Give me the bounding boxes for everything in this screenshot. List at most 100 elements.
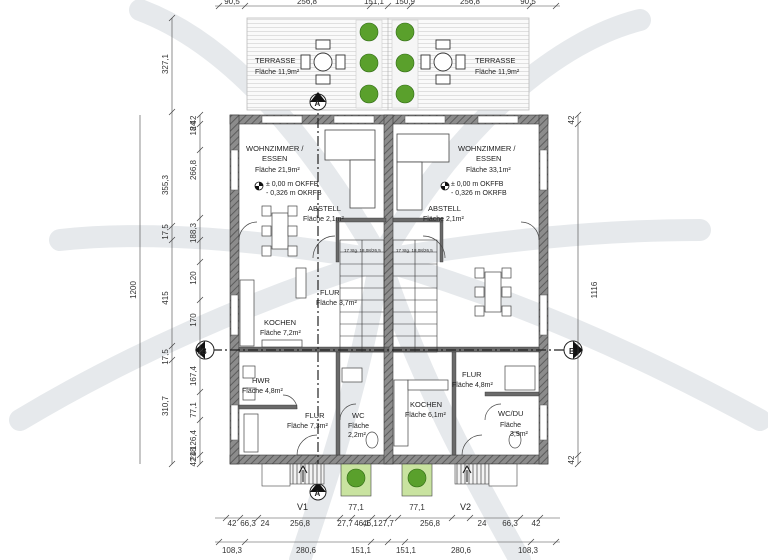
- dim-bottom-mid-0: 77,1: [348, 503, 364, 512]
- abstell-right-area: Fläche 2,1m²: [423, 216, 465, 223]
- dining-table-right: [474, 267, 512, 317]
- dim-right-inner-1: 42: [567, 455, 576, 464]
- dim-bottom-outer-0: 108,3: [222, 546, 243, 555]
- wohn-right-name2: ESSEN: [476, 154, 501, 163]
- abstell-right-name: ABSTELL: [428, 204, 461, 213]
- flur-mid-left-name: FLUR: [320, 288, 340, 297]
- flur-right-name: FLUR: [462, 370, 482, 379]
- dim-right-outer: 1116: [590, 281, 599, 298]
- dim-bottom-inner-3: 256,8: [290, 519, 311, 528]
- dim-bottom-outer-3: 151,1: [396, 546, 417, 555]
- dim-left-inner-0: 42: [189, 115, 198, 124]
- flur-mid-left-area: Fläche 3,7m²: [316, 300, 358, 307]
- level-marker-left: [254, 181, 264, 191]
- level-right-line1: ± 0,00 m OKFFB: [451, 181, 504, 188]
- dim-bottom-inner-10: 66,3: [502, 519, 518, 528]
- dim-top-0: 90,5: [224, 0, 240, 6]
- entrance-mats: [261, 463, 518, 487]
- dim-left-inner-1: 24: [189, 121, 198, 130]
- wohn-right-name1: WOHNZIMMER /: [458, 144, 516, 153]
- dim-left-inner-3: 266,8: [189, 159, 198, 180]
- stairs-right: [392, 239, 438, 353]
- entrance-right-label: V2: [460, 502, 471, 512]
- sanitary-fixtures: [242, 365, 536, 453]
- svg-text:A: A: [315, 99, 321, 108]
- dim-left-outer: 1200: [129, 281, 138, 299]
- dim-left-inner-5: 120: [189, 271, 198, 285]
- dim-bottom-outer-4: 280,6: [451, 546, 472, 555]
- terrace-right-area: Fläche 11,9m²: [475, 69, 520, 76]
- flur-right-area: Fläche 4,8m²: [452, 382, 494, 389]
- wcdu-right-name: WC/DU: [498, 409, 523, 418]
- dim-left-inner-12: 42: [189, 457, 198, 466]
- wc-left-area2: 2,2m²: [348, 432, 367, 439]
- kochen-left-area: Fläche 7,2m²: [260, 330, 302, 337]
- dim-bottom-inner-11: 42: [532, 519, 541, 528]
- svg-text:B: B: [201, 347, 207, 356]
- sofa-right: [396, 133, 450, 211]
- dim-top-5: 90,5: [520, 0, 536, 6]
- flur-bottom-left-area: Fläche 7,3m²: [287, 423, 329, 430]
- hwr-left-name: HWR: [252, 376, 270, 385]
- entrance-arrows: [298, 464, 472, 482]
- dim-top-1: 256,8: [297, 0, 318, 6]
- dim-left-mid-4: 17,5: [161, 349, 170, 365]
- kochen-left-name: KOCHEN: [264, 318, 296, 327]
- level-left-line2: - 0,326 m OKRFB: [266, 190, 322, 197]
- dim-left-mid-2: 17,5: [161, 224, 170, 240]
- stairs-left-label: 17 Stg. 18,08/26,5: [344, 248, 381, 253]
- dim-top-4: 256,8: [460, 0, 481, 6]
- level-marker-right: [440, 181, 450, 191]
- dim-bottom-outer-2: 151,1: [351, 546, 372, 555]
- terrace-right-name: TERRASSE: [475, 56, 515, 65]
- sofa-left: [324, 129, 376, 209]
- dim-bottom-mid-1: 77,1: [409, 503, 425, 512]
- dim-bottom-inner-4: 27,7: [337, 519, 353, 528]
- stairs-left: [339, 239, 385, 353]
- dim-left-mid-1: 355,3: [161, 174, 170, 195]
- dim-right-inner-0: 42: [567, 115, 576, 124]
- dim-bottom-inner-2: 24: [261, 519, 270, 528]
- doors: [238, 221, 540, 456]
- kochen-right-area: Fläche 6,1m²: [405, 412, 447, 419]
- stairs-right-label: 17 Stg. 18,08/26,5: [396, 248, 433, 253]
- abstell-left-name: ABSTELL: [308, 204, 341, 213]
- terrace-table-left: [300, 39, 346, 85]
- dim-left-inner-10: 18: [189, 447, 198, 456]
- entrance-planters: [340, 463, 433, 497]
- dim-bottom-inner-7: 27,7: [378, 519, 394, 528]
- dim-left-mid-0: 327,1: [161, 53, 170, 74]
- dim-bottom-inner-9: 24: [478, 519, 487, 528]
- wc-left-area: Fläche: [348, 423, 369, 430]
- section-marker-b-left: B: [195, 340, 215, 360]
- terrace-table-right: [420, 39, 466, 85]
- wohn-right-area: Fläche 33,1m²: [466, 167, 511, 174]
- dim-left-inner-9: 126,4: [189, 429, 198, 450]
- windows: [230, 115, 548, 441]
- entrance-left-label: V1: [297, 502, 308, 512]
- hwr-left-area: Fläche 4,8m²: [242, 388, 284, 395]
- dim-top-2: 151,1: [364, 0, 385, 6]
- dim-left-inner-6: 170: [189, 313, 198, 327]
- dim-left-inner-7: 167,4: [189, 365, 198, 386]
- wc-left-name: WC: [352, 411, 365, 420]
- wohn-left-area: Fläche 21,9m²: [255, 167, 300, 174]
- dim-left-inner-11: 24: [189, 451, 198, 460]
- dim-bottom-outer-5: 108,3: [518, 546, 539, 555]
- dim-bottom-inner-5: 46,1: [354, 519, 370, 528]
- dim-bottom-inner-0: 42: [228, 519, 237, 528]
- wohn-left-name2: ESSEN: [262, 154, 287, 163]
- wcdu-right-area2: 3,9m²: [510, 431, 529, 438]
- dim-left-inner-2: 18: [189, 126, 198, 135]
- dim-left-mid-5: 310,7: [161, 395, 170, 416]
- wohn-left-name1: WOHNZIMMER /: [246, 144, 304, 153]
- wcdu-right-area: Fläche: [500, 422, 521, 429]
- kitchen-counter-right: [393, 379, 449, 447]
- dim-left-inner-4: 188,3: [189, 222, 198, 243]
- dim-left-inner-8: 77,1: [189, 402, 198, 418]
- svg-text:A: A: [315, 489, 321, 498]
- terrace-left-area: Fläche 11,9m²: [255, 69, 300, 76]
- level-left-line1: ± 0,00 m OKFFB: [266, 181, 319, 188]
